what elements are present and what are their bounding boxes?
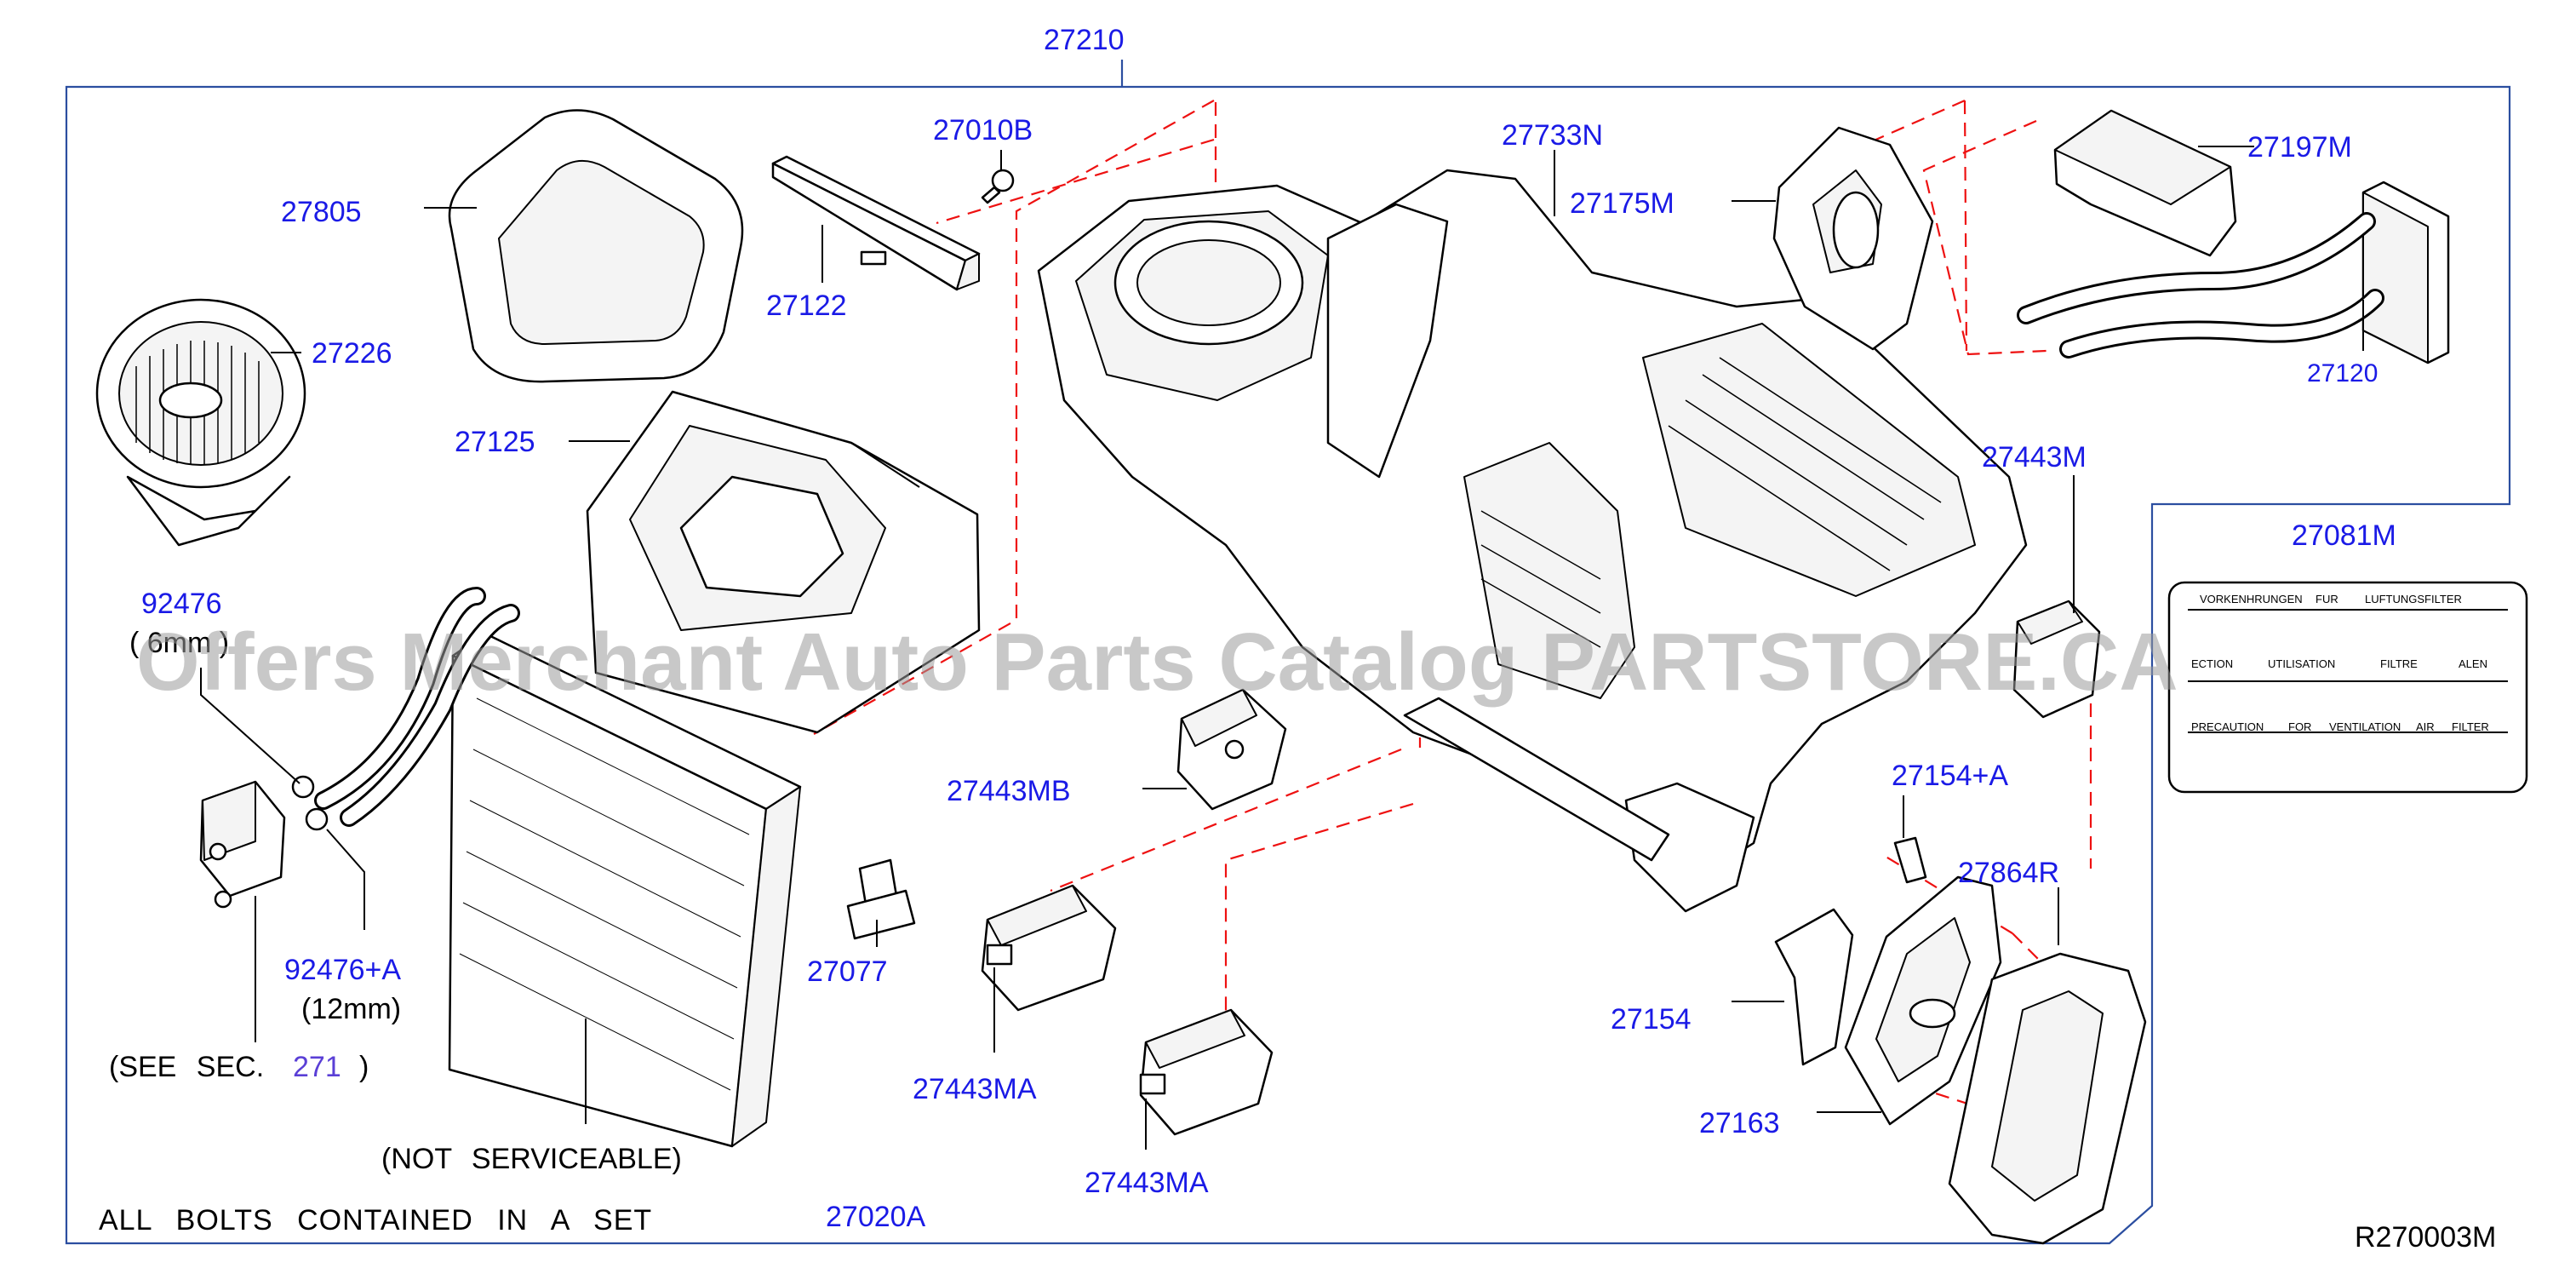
label-plate-line2-c: FILTRE [2380,657,2418,670]
callout-27443MA-upper[interactable]: 27443MA [913,1073,1037,1105]
note-size-6mm: ( 6mm ) [129,627,229,659]
callout-27010B[interactable]: 27010B [933,114,1033,146]
callout-27443MA-lower[interactable]: 27443MA [1085,1167,1209,1199]
label-plate-line2-a: ECTION [2191,657,2233,670]
label-plate-line3-c: VENTILATION [2329,720,2401,733]
label-plate-line1-a: VORKENHRUNGEN [2200,593,2303,605]
part-27125-intake-case [586,390,981,734]
part-27443MA-actuator-lower [1139,1008,1274,1136]
note-not-serviceable: (NOT SERVICEABLE) [381,1143,682,1175]
callout-27081M[interactable]: 27081M [2292,519,2396,552]
callout-27125[interactable]: 27125 [455,426,535,458]
label-plate-line2-b: UTILISATION [2268,657,2335,670]
part-27197M-cover [2053,109,2237,257]
part-27010B-bolt [981,169,1015,204]
callout-27197M[interactable]: 27197M [2247,131,2352,164]
label-plate-line3-e: FILTER [2452,720,2489,733]
note-see-sec-suffix: ) [359,1051,369,1083]
label-plate-line3-b: FOR [2288,720,2311,733]
callout-27020A[interactable]: 27020A [826,1201,926,1233]
callout-27120[interactable]: 27120 [2307,359,2378,387]
label-plate-line3-d: AIR [2416,720,2435,733]
part-27120-heater-core [2017,181,2450,364]
part-27864R-gasket [1948,952,2147,1245]
part-27077-clip [846,858,916,940]
label-plate-line2-d: ALEN [2459,657,2487,670]
part-27154A-clip [1893,836,1927,884]
callout-27163[interactable]: 27163 [1699,1107,1780,1139]
watermark: Offers Merchant Auto Parts Catalog PARTS… [136,617,2178,708]
part-27443MB-actuator [1176,688,1287,811]
callout-27122[interactable]: 27122 [766,290,847,322]
callout-27226[interactable]: 27226 [312,337,392,370]
callout-27443MB[interactable]: 27443MB [947,775,1071,807]
assembly-frame [65,85,2511,1245]
callout-27864R[interactable]: 27864R [1958,857,2059,889]
part-27122-filter [771,155,981,291]
callout-27210[interactable]: 27210 [1044,24,1125,56]
callout-27805[interactable]: 27805 [281,196,362,228]
label-plate-line1-b: FUR [2316,593,2338,605]
callout-92476[interactable]: 92476 [141,588,222,620]
callout-27154A[interactable]: 27154+A [1892,760,2008,792]
note-size-12mm: (12mm) [301,993,401,1025]
callout-27077[interactable]: 27077 [807,955,888,988]
part-27443M-actuator [2012,600,2101,719]
part-27175M-duct [1772,126,1934,351]
part-27163-door [1844,875,2002,1126]
label-plate-line3-a: PRECAUTION [2191,720,2264,733]
part-refrigerant-pipes [291,587,520,831]
callout-92476A[interactable]: 92476+A [284,954,401,986]
callout-27443M[interactable]: 27443M [1982,441,2087,473]
see-sec-link-271[interactable]: 271 [293,1051,341,1083]
part-27226-blower-motor [95,298,306,547]
callout-27733N[interactable]: 27733N [1502,119,1603,152]
part-27154-lever [1774,908,1854,1066]
note-see-sec-prefix: (SEE SEC. [109,1051,264,1083]
leader-lines [200,146,2364,1150]
part-27081M-label-plate: VORKENHRUNGEN FUR LUFTUNGSFILTER ECTION … [2167,581,2528,794]
drawing-code: R270003M [2355,1221,2496,1254]
callout-27154[interactable]: 27154 [1611,1003,1692,1036]
part-expansion-valve [199,780,286,909]
part-27805-filter-cover [448,109,744,383]
label-plate-line1-c: LUFTUNGSFILTER [2365,593,2462,605]
part-27210-hvac-unit [1037,169,2028,913]
note-all-bolts: ALL BOLTS CONTAINED IN A SET [99,1204,652,1236]
part-27443MA-actuator-upper [981,884,1117,1012]
callout-27175M[interactable]: 27175M [1570,187,1674,220]
